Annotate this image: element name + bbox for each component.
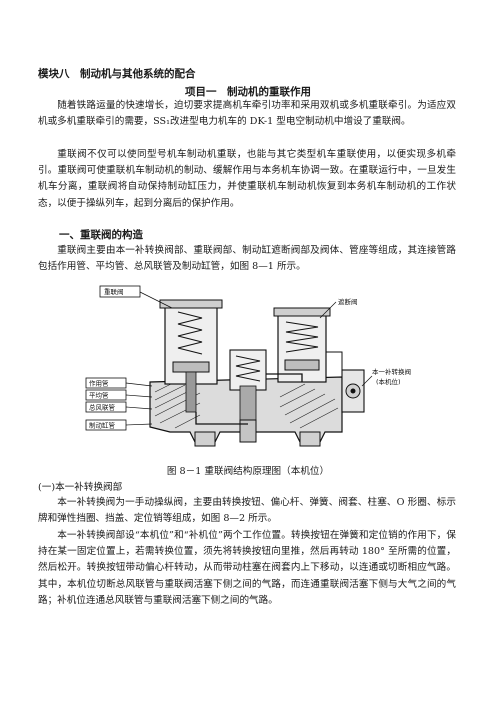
intro-paragraph-1: 随着铁路运量的快速增长，迫切要求提高机车牵引功率和采用双机或多机重联牵引。为适应… (38, 100, 456, 128)
subsection-heading: (一)本一补转换阀部 (38, 482, 123, 493)
label-benjiwei: (本机位) (376, 377, 401, 386)
valve-structure-figure: 重联阀 遮断阀 作用管 平均管 总风联管 制动缸管 本一补转换阀 (本机位) (85, 285, 411, 447)
label-zhuanhuan: 本一补转换阀 (372, 367, 411, 376)
valve-body-drawing (149, 299, 365, 447)
intro-paragraph-2: 重联阀不仅可以使同型号机车制动机重联，也能与其它类型机车重联使用，以便实现多机牵… (38, 149, 456, 209)
subsection-paragraph-1: 本一补转换阀为一手动操纵阀，主要由转换按钮、偏心杆、弹簧、阀套、柱塞、O 形圈、… (38, 497, 456, 525)
label-zuoyong: 作用管 (89, 379, 109, 388)
label-lianfa: 重联阀 (104, 287, 124, 296)
project-title: 项目一 制动机的重联作用 (185, 86, 311, 98)
section-heading: 一、重联阀的构造 (59, 229, 143, 241)
module-title: 模块八 制动机与其他系统的配合 (38, 68, 196, 80)
label-pingjun: 平均管 (89, 391, 109, 400)
subsection-paragraph-2: 本一补转换阀部设“本机位”和“补机位”两个工作位置。转换按钮在弹簧和定位销的作用… (38, 530, 456, 606)
section-paragraph: 重联阀主要由本一补转换阀部、重联阀部、制动缸遮断阀部及阀体、管座等组成，其连接管… (38, 245, 456, 273)
label-zongfeng: 总风联管 (89, 403, 116, 412)
label-zhidong: 制动缸管 (89, 421, 116, 430)
figure-caption: 图 8－1 重联阀结构原理图（本机位） (166, 466, 330, 477)
label-boxes: 重联阀 遮断阀 作用管 平均管 总风联管 制动缸管 本一补转换阀 (本机位) (85, 285, 411, 431)
label-zheduan: 遮断阀 (338, 297, 358, 306)
